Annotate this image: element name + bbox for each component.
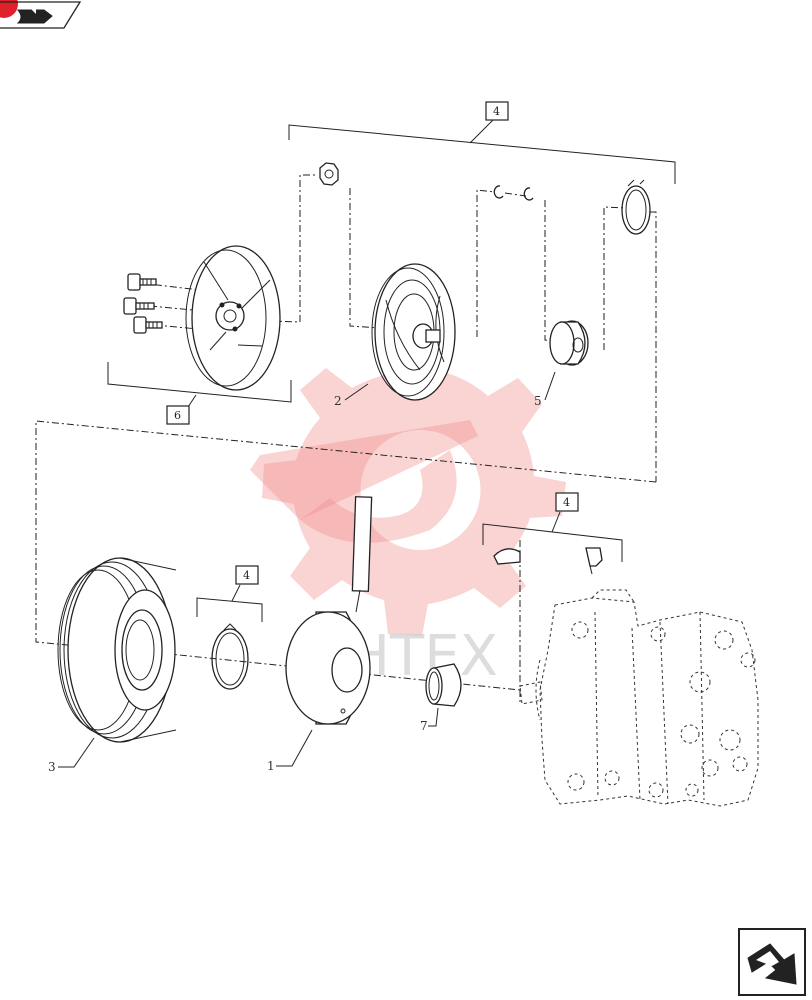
pulley: [57, 557, 177, 743]
top-group-bracket: 4: [288, 101, 676, 184]
snap-ring-mid: [211, 623, 249, 690]
item-labels: 2 5 3 1 7: [48, 371, 556, 774]
item-label-spacer: 5: [534, 394, 542, 408]
left-group-ref: 6: [174, 409, 181, 422]
left-group-bracket: 6: [107, 362, 292, 425]
ring-group-bracket: 4: [196, 565, 263, 622]
ring-group-ref: 4: [243, 569, 250, 582]
watermark-logo: [250, 338, 566, 636]
spacer: [549, 320, 589, 366]
snap-ring-large: [621, 179, 651, 235]
next-page-arrow-icon[interactable]: [738, 928, 806, 996]
item-label-pulley: 3: [48, 760, 56, 774]
sensor-switch: [585, 547, 603, 575]
small-circlips: [493, 185, 534, 201]
top-group-ref: 4: [493, 105, 500, 118]
hex-nut: [319, 162, 339, 186]
book-arrow-icon[interactable]: [0, 0, 82, 29]
field-coil: [285, 496, 373, 725]
clutch-hub: [371, 263, 456, 401]
item-label-hub: 2: [334, 394, 342, 408]
woodruff-key: [493, 548, 521, 565]
bearing: [425, 663, 462, 707]
item-label-bearing: 7: [420, 719, 428, 733]
mounting-bolts: [123, 273, 163, 334]
right-group-ref: 4: [563, 496, 570, 509]
item-label-coil: 1: [267, 759, 275, 773]
drive-plate: [185, 245, 281, 391]
right-group-bracket: 4: [482, 492, 623, 562]
compressor-body: [519, 589, 759, 807]
